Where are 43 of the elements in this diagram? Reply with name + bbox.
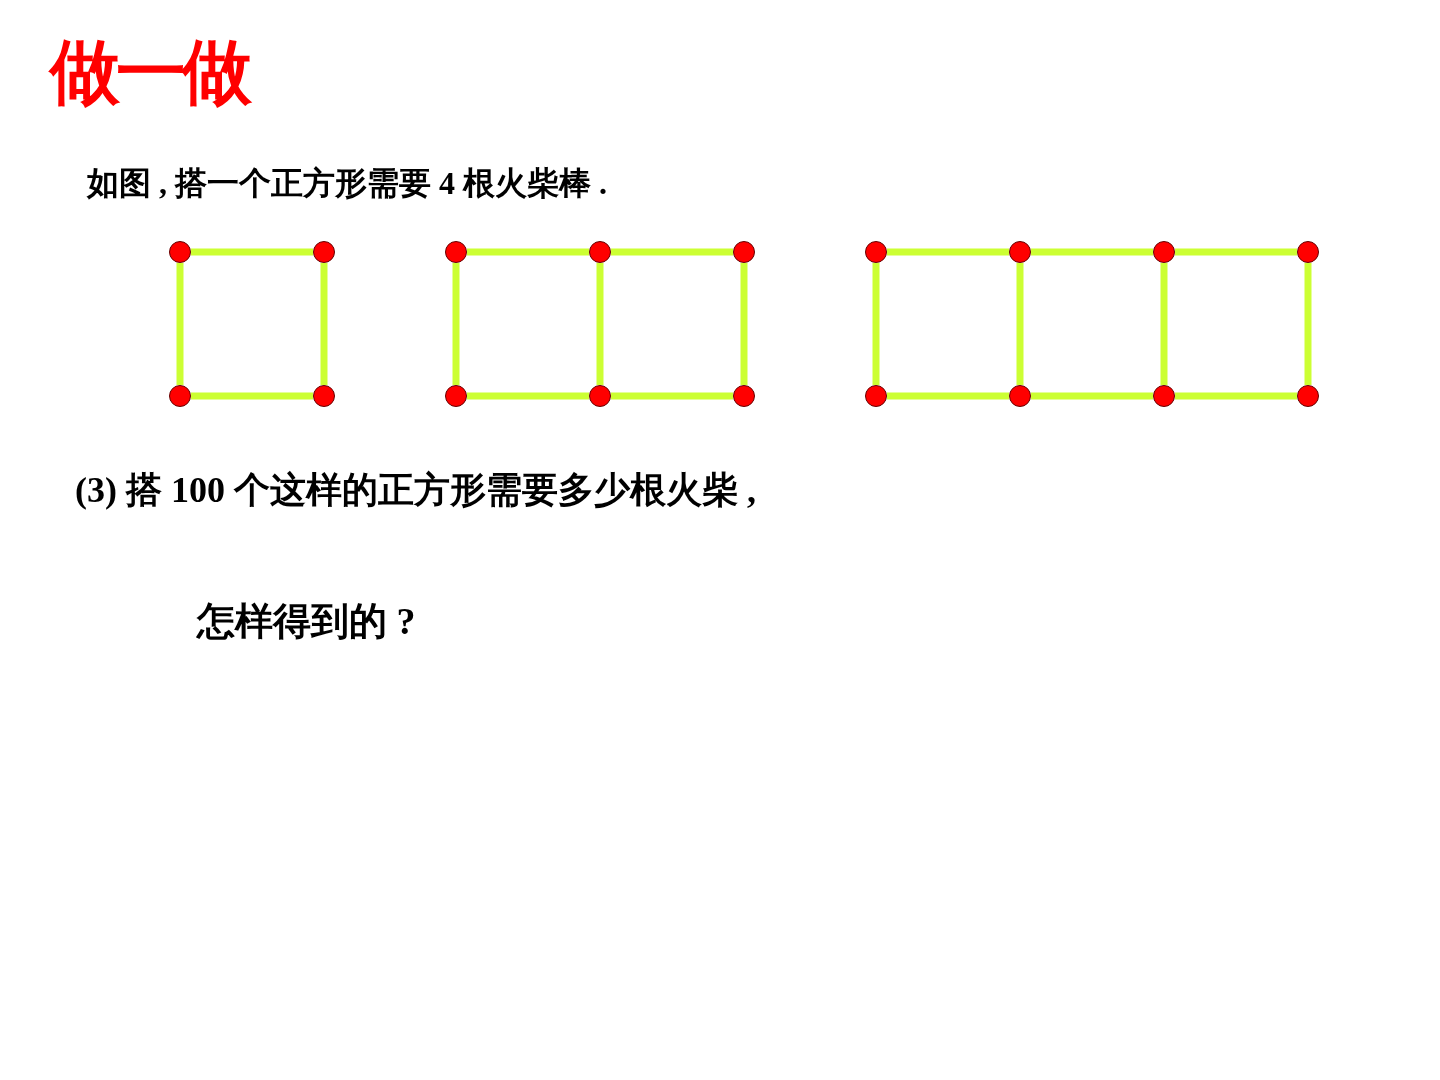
matchstick-line: [320, 263, 328, 385]
matchstick-head-dot: [733, 241, 755, 263]
matchstick-head-dot: [1153, 385, 1175, 407]
matchstick-line: [887, 392, 1009, 400]
matchstick-line: [1175, 392, 1297, 400]
matchstick-head-dot: [589, 241, 611, 263]
matchstick-line: [452, 263, 460, 385]
matchstick-head-dot: [1153, 241, 1175, 263]
matchstick-head-dot: [313, 241, 335, 263]
matchstick-head-dot: [589, 385, 611, 407]
matchstick-line: [1031, 392, 1153, 400]
matchstick-head-dot: [733, 385, 755, 407]
matchstick-line: [1304, 263, 1312, 385]
matchstick-line: [1160, 263, 1168, 385]
matchstick-head-dot: [169, 385, 191, 407]
matchstick-line: [467, 392, 589, 400]
matchstick-line: [176, 263, 184, 385]
matchstick-line: [1016, 263, 1024, 385]
matchstick-head-dot: [1297, 385, 1319, 407]
matchstick-head-dot: [865, 241, 887, 263]
matchstick-line: [887, 248, 1009, 256]
matchstick-head-dot: [445, 385, 467, 407]
matchstick-head-dot: [313, 385, 335, 407]
matchstick-line: [1175, 248, 1297, 256]
matchstick-line: [596, 263, 604, 385]
matchstick-line: [740, 263, 748, 385]
matchstick-head-dot: [445, 241, 467, 263]
matchstick-line: [467, 248, 589, 256]
matchstick-line: [191, 248, 313, 256]
intro-text: 如图 , 搭一个正方形需要 4 根火柴棒 .: [87, 164, 607, 203]
matchstick-head-dot: [169, 241, 191, 263]
matchstick-line: [611, 392, 733, 400]
title: 做一做: [50, 30, 248, 115]
question-text: (3) 搭 100 个这样的正方形需要多少根火柴 ,: [75, 469, 756, 512]
matchstick-head-dot: [1009, 241, 1031, 263]
matchstick-head-dot: [1297, 241, 1319, 263]
matchstick-line: [191, 392, 313, 400]
matchstick-line: [1031, 248, 1153, 256]
matchstick-line: [611, 248, 733, 256]
matchstick-head-dot: [1009, 385, 1031, 407]
question-text: 怎样得到的 ?: [197, 599, 416, 644]
matchstick-head-dot: [865, 385, 887, 407]
matchstick-line: [872, 263, 880, 385]
